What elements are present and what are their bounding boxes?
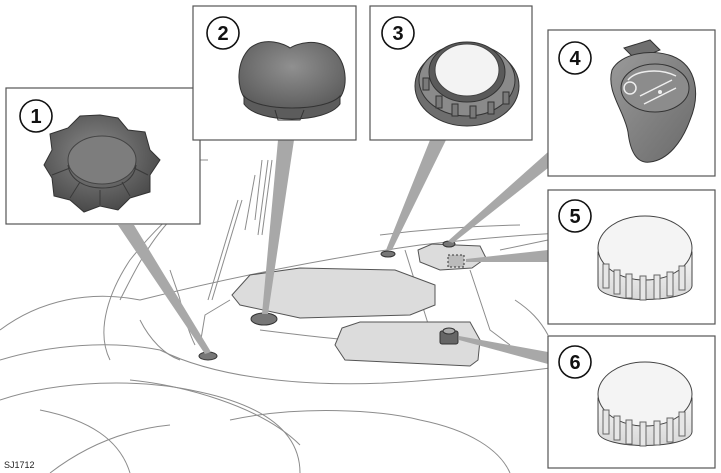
callout-panel-3: 3 xyxy=(369,5,533,141)
callout-number-1: 1 xyxy=(30,106,41,128)
callout-number-4: 4 xyxy=(569,48,581,70)
power-steering-cap-icon xyxy=(597,361,693,447)
callout-panel-6: 6 xyxy=(547,335,716,469)
callout-number-6: 6 xyxy=(569,352,580,374)
marker-cap-3 xyxy=(380,250,396,258)
fuel-cap-icon xyxy=(43,114,161,213)
bonnet-struts xyxy=(207,159,273,301)
figure-reference-code: SJ1712 xyxy=(4,460,35,470)
callout-number-2: 2 xyxy=(217,23,228,45)
callout-panel-1: 1 xyxy=(5,87,201,225)
marker-cap-5 xyxy=(447,254,465,268)
callout-panel-4: 4 xyxy=(547,29,716,177)
callout-panel-2: 2 xyxy=(192,5,357,141)
marker-cap-1 xyxy=(198,351,218,361)
car-body-outline xyxy=(0,159,606,473)
coolant-cap-icon xyxy=(238,41,346,121)
callout-panel-5: 5 xyxy=(547,189,716,325)
brake-fluid-cap-icon xyxy=(597,215,693,301)
oil-filler-ring-icon xyxy=(414,41,520,127)
callout-number-3: 3 xyxy=(392,23,403,45)
callout-number-5: 5 xyxy=(569,206,580,228)
marker-cap-2 xyxy=(250,312,278,326)
leader-lines xyxy=(118,140,548,364)
washer-reservoir-cap-icon xyxy=(610,39,696,163)
